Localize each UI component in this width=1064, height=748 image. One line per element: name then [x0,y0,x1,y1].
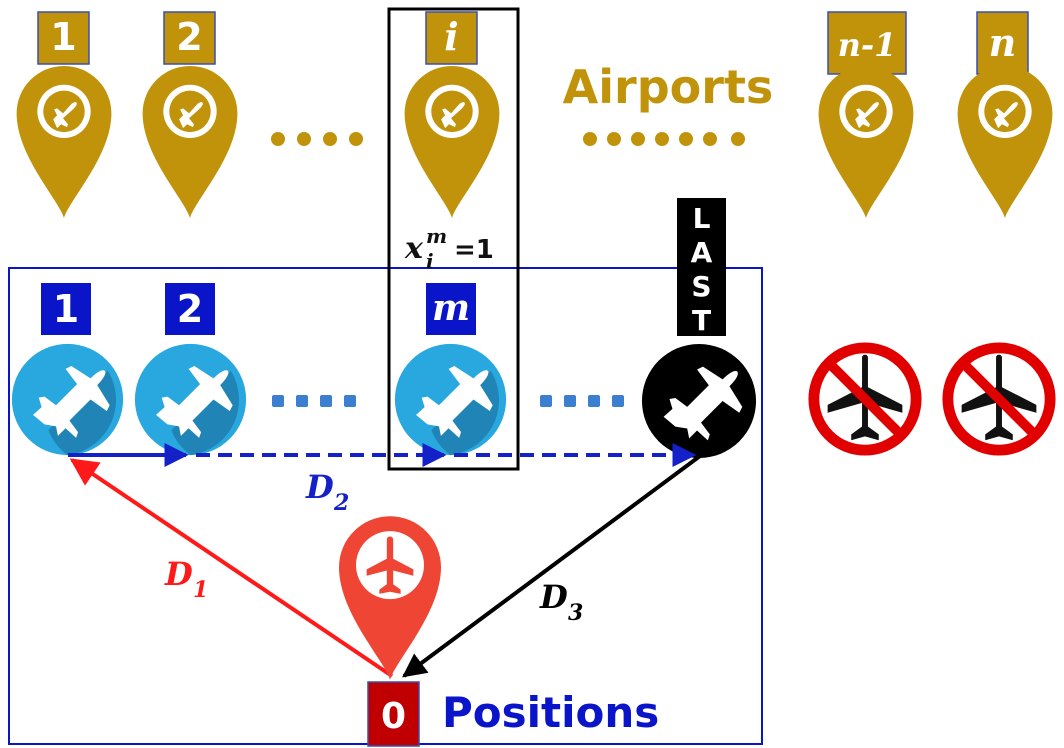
airport-label: n-1 [838,26,897,64]
d1-label: D 1 [164,555,208,603]
d3-var: D [539,578,568,616]
position-label-box [41,283,91,335]
no-airplane-icon [948,348,1050,450]
airport-label-box [37,11,90,65]
black-airplane-icon [641,343,757,459]
position-dots-2 [540,395,624,407]
origin-label: 0 [381,696,406,737]
position-m: m [394,283,507,456]
airport-pin-icon [818,65,914,219]
last-label-letter: A [691,236,713,269]
airport-label: i [444,14,458,59]
d3-sub: 3 [568,600,583,626]
airplane-circle-icon [394,343,507,456]
d3-label: D 3 [539,578,583,626]
airport-pin-icon [16,65,112,219]
last-label-letter: S [691,270,711,303]
position-label: 1 [53,287,79,331]
airport-dots-2 [583,132,745,146]
assignment-value: =1 [454,235,494,265]
airport-label-box [425,11,478,65]
airport-n: n [957,11,1053,219]
last-label-letter: T [692,304,711,337]
position-1: 1 [11,283,124,456]
d1-arrow [69,458,394,678]
last-label-letter: L [693,202,711,235]
position-label: m [432,287,470,329]
airport-n-minus-1: n-1 [818,11,914,219]
origin-label-box [367,681,420,747]
last-label-box [677,198,726,336]
assignment-var: x [404,231,424,266]
airport-pin-icon [957,65,1053,219]
origin-pin-icon [339,516,441,680]
airport-pin-icon [142,65,238,219]
d2-label: D 2 [305,468,349,516]
airport-label: 1 [50,15,76,59]
airport-i: i [404,11,500,219]
selected-assignment-frame [387,7,520,471]
airport-label: 2 [176,15,202,59]
no-airplane-icon [814,348,916,450]
assignment-sup: m [426,224,447,248]
assignment-sub: i [426,249,434,273]
d3-arrow [402,454,702,678]
airports-title: Airports [563,60,774,114]
airplane-circle-icon [134,343,247,456]
d2-sub: 2 [333,490,349,516]
airport-1: 1 [16,11,112,219]
d2-var: D [305,468,334,506]
position-label-box [165,283,215,335]
airport-2: 2 [142,11,238,219]
position-2: 2 [134,283,247,456]
positions-title: Positions [442,688,659,737]
position-last: L A S T [641,198,757,459]
airport-label-box [827,11,907,75]
assignment-label: x i m =1 [404,224,494,273]
airport-dots-1 [271,132,363,146]
airport-label: n [989,20,1017,65]
position-label-box [426,283,476,335]
position-label: 2 [177,287,203,331]
airport-label-box [163,11,216,65]
airport-pin-icon [404,65,500,219]
position-dots-1 [272,395,356,407]
airplane-circle-icon [11,343,124,456]
d1-var: D [164,555,193,593]
d1-sub: 1 [193,577,208,603]
